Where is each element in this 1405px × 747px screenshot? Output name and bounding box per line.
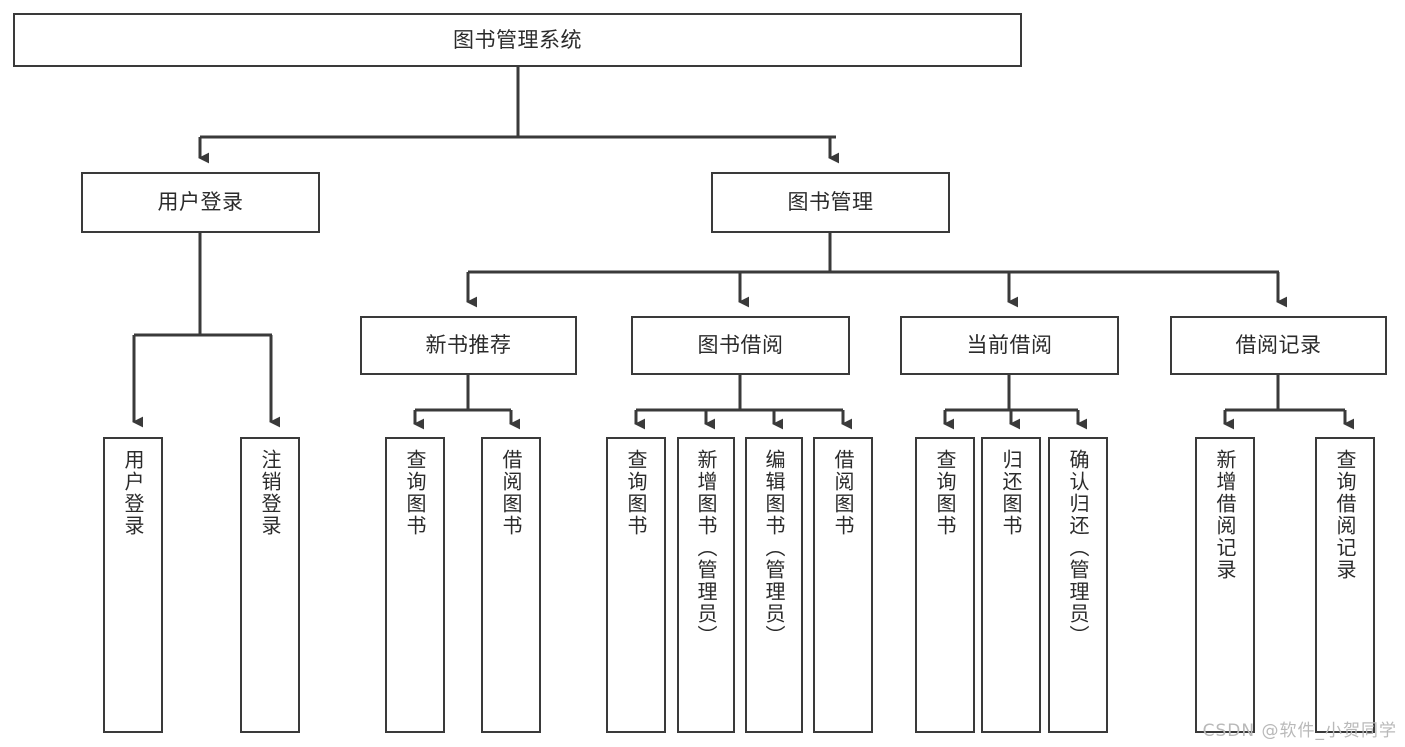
- node-label: 借阅图书: [831, 449, 855, 537]
- node-new-book-recommend[interactable]: 新书推荐: [360, 316, 577, 375]
- node-root[interactable]: 图书管理系统: [13, 13, 1022, 67]
- csdn-watermark: CSDN @软件_小贺同学: [1202, 721, 1397, 741]
- node-current-borrow[interactable]: 当前借阅: [900, 316, 1119, 375]
- node-leaf-edit-book[interactable]: 编辑图书（管理员）: [745, 437, 803, 733]
- node-label: 图书管理: [787, 190, 874, 215]
- node-label: 新增图书（管理员）: [694, 449, 718, 647]
- node-label: 确认归还（管理员）: [1066, 449, 1090, 647]
- node-label: 当前借阅: [966, 333, 1053, 358]
- node-leaf-query-book-1[interactable]: 查询图书: [385, 437, 445, 733]
- node-label: 用户登录: [157, 190, 244, 215]
- node-label: 查询借阅记录: [1333, 449, 1357, 581]
- node-label: 编辑图书（管理员）: [762, 449, 786, 647]
- node-leaf-logout[interactable]: 注销登录: [240, 437, 300, 733]
- node-label: 归还图书: [999, 449, 1023, 537]
- node-leaf-borrow-book-1[interactable]: 借阅图书: [481, 437, 541, 733]
- node-label: 新增借阅记录: [1213, 449, 1237, 581]
- node-leaf-add-book[interactable]: 新增图书（管理员）: [677, 437, 735, 733]
- node-leaf-user-login[interactable]: 用户登录: [103, 437, 163, 733]
- node-book-manage[interactable]: 图书管理: [711, 172, 950, 233]
- node-leaf-borrow-book-2[interactable]: 借阅图书: [813, 437, 873, 733]
- node-label: 用户登录: [121, 449, 145, 537]
- node-label: 图书借阅: [697, 333, 784, 358]
- node-label: 查询图书: [624, 449, 648, 537]
- node-leaf-query-record[interactable]: 查询借阅记录: [1315, 437, 1375, 733]
- node-label: 借阅记录: [1235, 333, 1322, 358]
- node-leaf-confirm-return[interactable]: 确认归还（管理员）: [1048, 437, 1108, 733]
- node-label: 新书推荐: [425, 333, 512, 358]
- node-user-login[interactable]: 用户登录: [81, 172, 320, 233]
- node-label: 借阅图书: [499, 449, 523, 537]
- node-leaf-query-book-2[interactable]: 查询图书: [606, 437, 666, 733]
- node-label: 注销登录: [258, 449, 282, 537]
- node-book-borrow[interactable]: 图书借阅: [631, 316, 850, 375]
- node-leaf-query-book-3[interactable]: 查询图书: [915, 437, 975, 733]
- node-label: 查询图书: [933, 449, 957, 537]
- node-leaf-return-book[interactable]: 归还图书: [981, 437, 1041, 733]
- node-leaf-add-record[interactable]: 新增借阅记录: [1195, 437, 1255, 733]
- node-label: 查询图书: [403, 449, 427, 537]
- node-label: 图书管理系统: [453, 27, 582, 52]
- node-borrow-record[interactable]: 借阅记录: [1170, 316, 1387, 375]
